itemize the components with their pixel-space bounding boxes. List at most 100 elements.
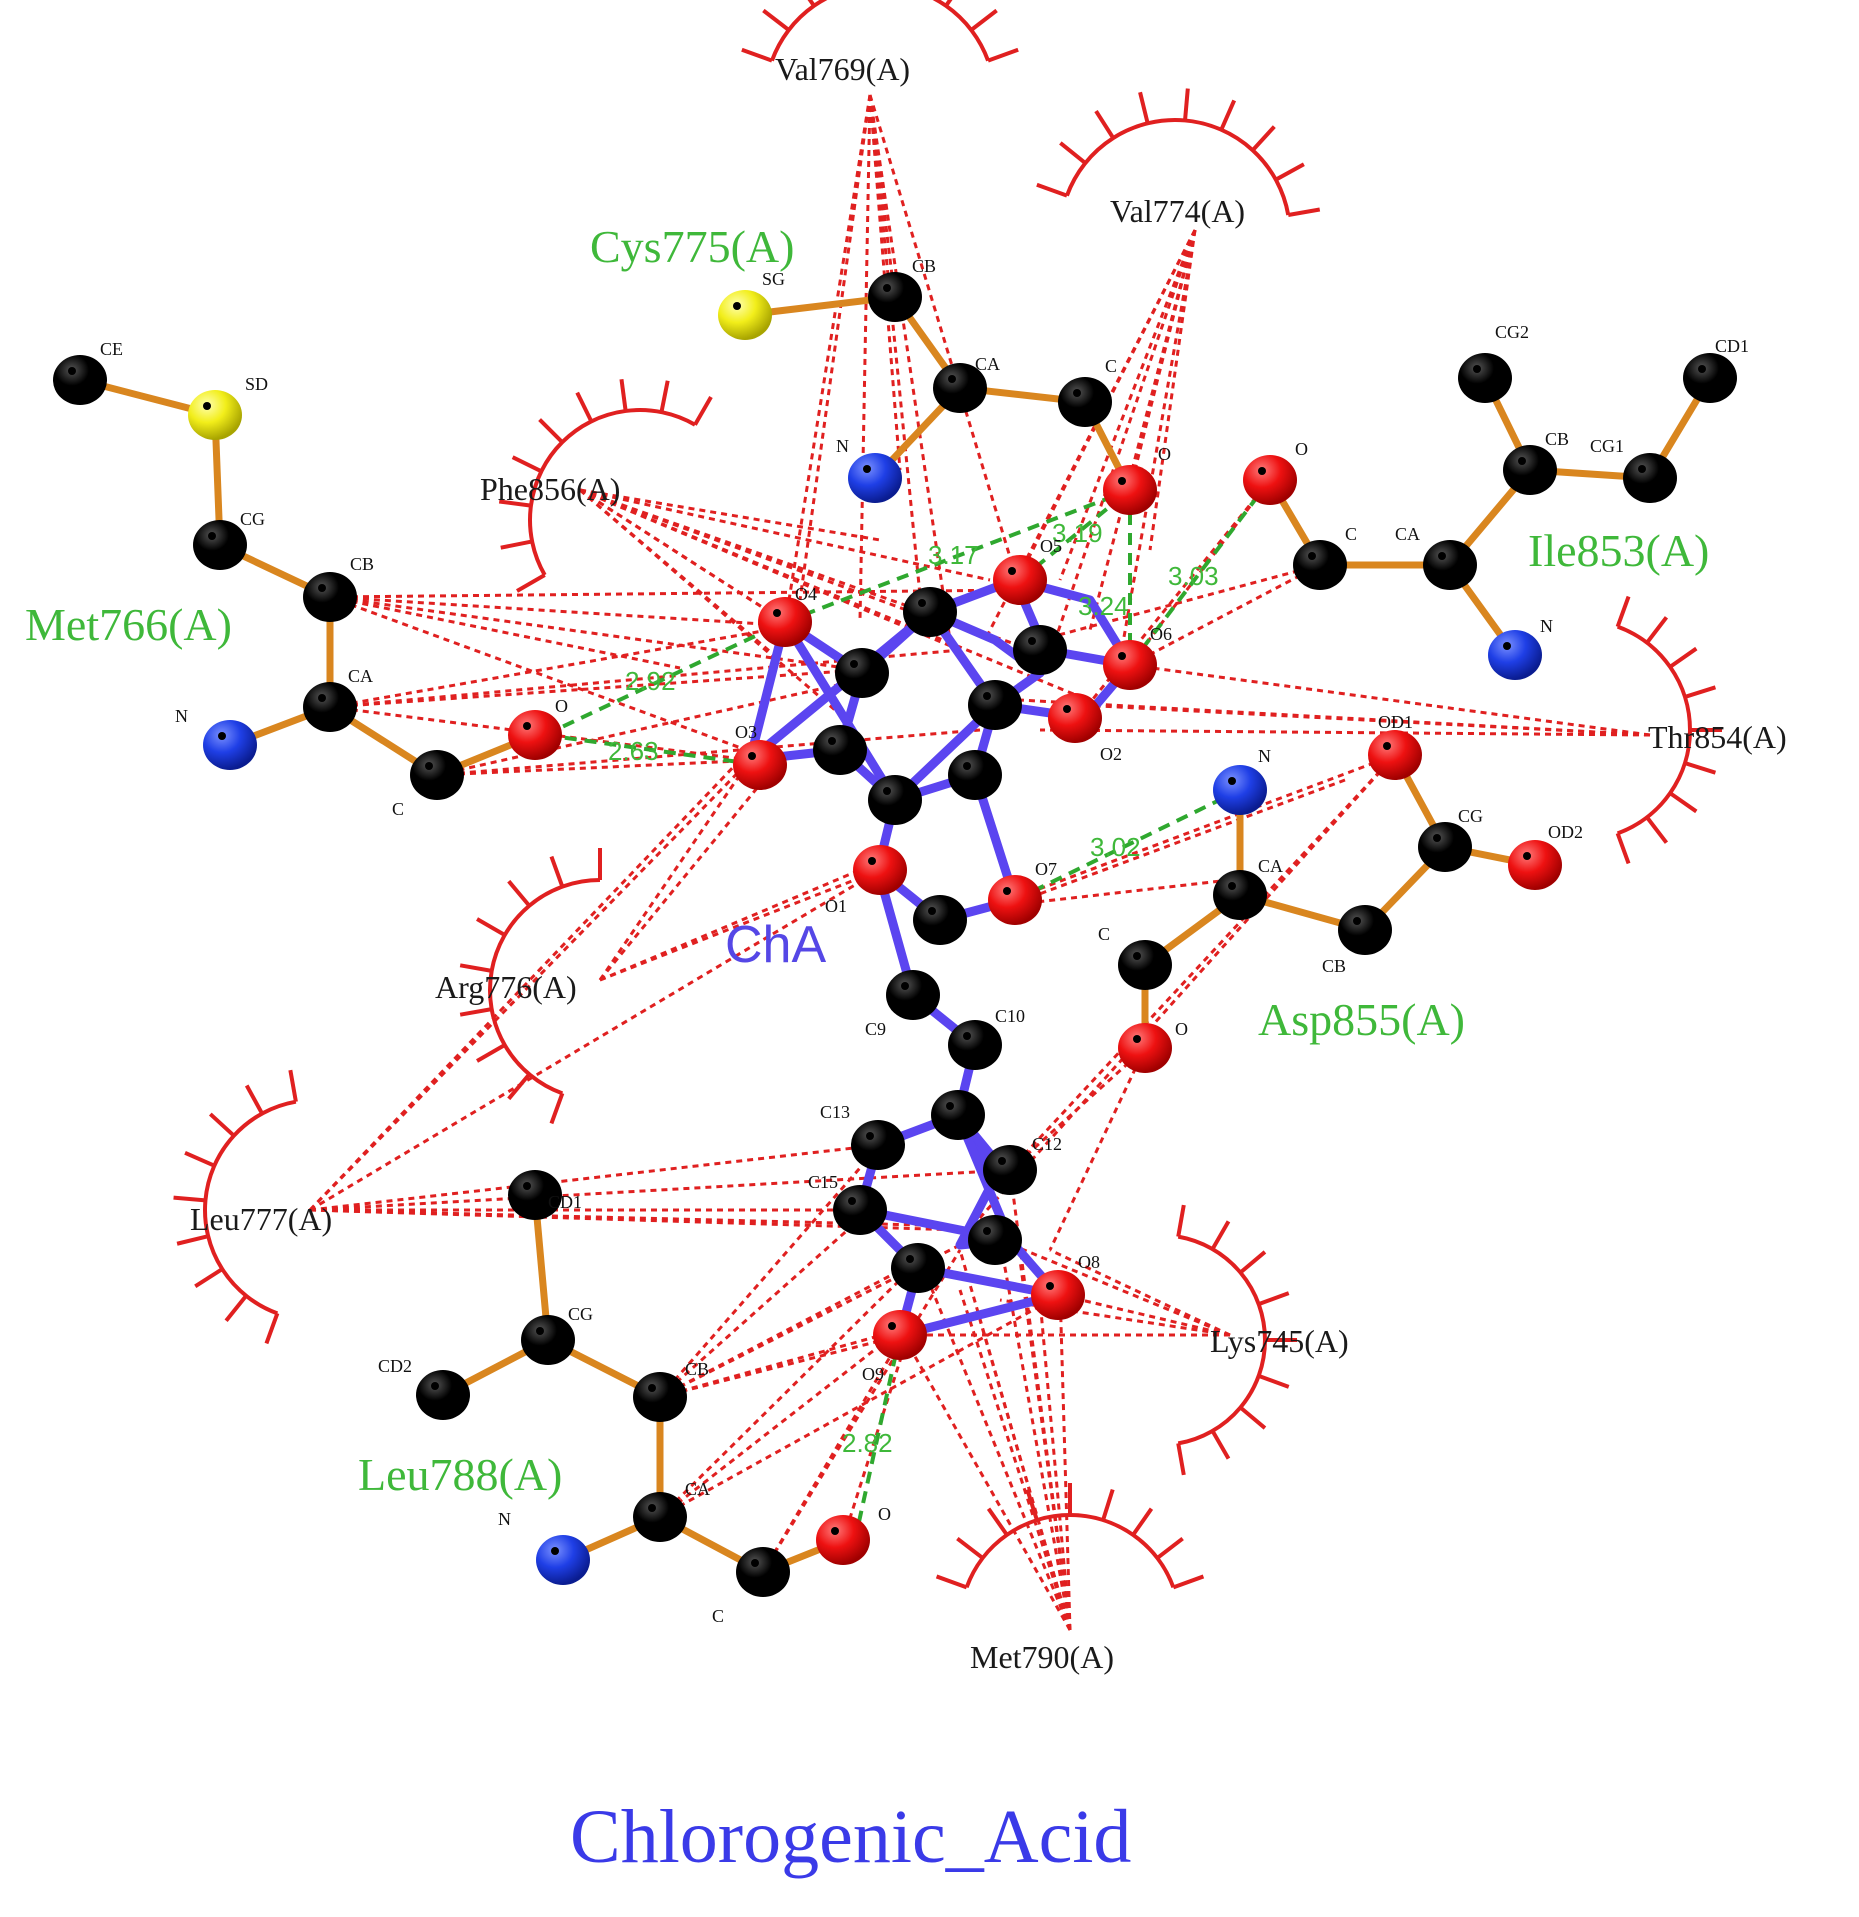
oxygen-atom bbox=[993, 555, 1047, 605]
hydrophobic-arc-icon bbox=[459, 848, 602, 1125]
oxygen-atom bbox=[508, 710, 562, 760]
nitrogen-atom bbox=[1488, 630, 1542, 680]
sulfur-atom bbox=[188, 390, 242, 440]
svg-text:N: N bbox=[498, 1509, 511, 1529]
svg-text:O6: O6 bbox=[1150, 624, 1172, 644]
svg-text:CA: CA bbox=[685, 1479, 710, 1499]
residue-label-thr854: Thr854(A) bbox=[1648, 719, 1787, 755]
svg-text:C: C bbox=[712, 1606, 724, 1626]
oxygen-atom bbox=[873, 1310, 927, 1360]
residue-label-arg776: Arg776(A) bbox=[435, 969, 577, 1005]
svg-text:CB: CB bbox=[1322, 956, 1346, 976]
svg-text:CG1: CG1 bbox=[1590, 436, 1624, 456]
carbon-atom bbox=[983, 1145, 1037, 1195]
carbon-atom bbox=[835, 648, 889, 698]
carbon-atom bbox=[1058, 377, 1112, 427]
distance-labels: 3.17 3.19 3.24 3.03 2.92 2.63 3.02 2.82 bbox=[608, 518, 1219, 1458]
svg-text:O: O bbox=[1175, 1019, 1188, 1039]
svg-text:CG: CG bbox=[240, 509, 265, 529]
svg-text:N: N bbox=[1258, 746, 1271, 766]
carbon-atom bbox=[833, 1185, 887, 1235]
svg-text:OD2: OD2 bbox=[1548, 822, 1583, 842]
svg-text:O7: O7 bbox=[1035, 859, 1057, 879]
hbond-distance: 3.02 bbox=[1090, 832, 1141, 862]
hbond-distance: 2.92 bbox=[625, 666, 676, 696]
svg-text:C10: C10 bbox=[995, 1006, 1025, 1026]
svg-text:O3: O3 bbox=[735, 722, 757, 742]
carbon-atom bbox=[303, 682, 357, 732]
hydrophobic-arc-icon bbox=[498, 378, 713, 593]
hydrophobic-arc-icon bbox=[1615, 595, 1722, 865]
svg-text:CB: CB bbox=[912, 256, 936, 276]
svg-text:O4: O4 bbox=[795, 584, 817, 604]
oxygen-atom bbox=[1031, 1270, 1085, 1320]
carbon-atom bbox=[886, 970, 940, 1020]
atom-labels: SG CB CA N C O CE SD CG CB CA N C O CG2 … bbox=[100, 256, 1749, 1626]
carbon-atom bbox=[1423, 540, 1477, 590]
oxygen-atom bbox=[816, 1515, 870, 1565]
carbon-atom bbox=[1338, 905, 1392, 955]
residue-label-cys775: Cys775(A) bbox=[590, 221, 794, 272]
residue-label-ile853: Ile853(A) bbox=[1528, 525, 1709, 576]
svg-text:O: O bbox=[878, 1504, 891, 1524]
carbon-atom bbox=[868, 272, 922, 322]
carbon-atom bbox=[1418, 822, 1472, 872]
carbon-atom bbox=[933, 363, 987, 413]
svg-text:O9: O9 bbox=[862, 1364, 884, 1384]
svg-text:N: N bbox=[175, 706, 188, 726]
svg-text:O: O bbox=[1158, 444, 1171, 464]
nitrogen-atom bbox=[536, 1535, 590, 1585]
svg-text:CG: CG bbox=[568, 1304, 593, 1324]
oxygen-atom bbox=[1103, 640, 1157, 690]
carbon-atom bbox=[1293, 540, 1347, 590]
svg-text:CB: CB bbox=[685, 1359, 709, 1379]
hydrophobic-arc-icon bbox=[173, 1069, 298, 1345]
svg-text:SD: SD bbox=[245, 374, 268, 394]
svg-text:SG: SG bbox=[762, 269, 785, 289]
svg-text:O5: O5 bbox=[1040, 536, 1062, 556]
hbond-distance: 3.17 bbox=[928, 540, 979, 570]
oxygen-atom bbox=[758, 597, 812, 647]
carbon-atom bbox=[891, 1243, 945, 1293]
carbon-atom bbox=[508, 1170, 562, 1220]
diagram-title: Chlorogenic_Acid bbox=[570, 1795, 1131, 1879]
hydrophobic-arc-icon bbox=[741, 0, 1019, 63]
residue-label-asp855: Asp855(A) bbox=[1258, 994, 1465, 1045]
carbon-atom bbox=[1213, 870, 1267, 920]
oxygen-atom bbox=[853, 845, 907, 895]
hbond-distance: 2.63 bbox=[608, 736, 659, 766]
carbon-atom bbox=[53, 355, 107, 405]
carbon-atom bbox=[303, 572, 357, 622]
oxygen-atom bbox=[1103, 465, 1157, 515]
svg-text:C13: C13 bbox=[820, 1102, 850, 1122]
carbon-atom bbox=[1503, 445, 1557, 495]
carbon-atom bbox=[948, 750, 1002, 800]
svg-text:CD2: CD2 bbox=[378, 1356, 412, 1376]
oxygen-atom bbox=[1368, 730, 1422, 780]
oxygen-atom bbox=[1508, 840, 1562, 890]
svg-text:CD1: CD1 bbox=[548, 1192, 582, 1212]
svg-text:N: N bbox=[1540, 616, 1553, 636]
hbond-distance: 3.03 bbox=[1168, 561, 1219, 591]
carbon-atom bbox=[1683, 353, 1737, 403]
svg-text:O2: O2 bbox=[1100, 744, 1122, 764]
hydrophobic-arc-icon bbox=[935, 1483, 1205, 1590]
hydrophobic-arc-icon bbox=[1176, 1204, 1297, 1476]
residue-label-leu777: Leu777(A) bbox=[190, 1201, 332, 1237]
carbon-atom bbox=[851, 1120, 905, 1170]
carbon-atom bbox=[1118, 940, 1172, 990]
carbon-atom bbox=[868, 775, 922, 825]
svg-text:C: C bbox=[1345, 524, 1357, 544]
svg-text:CG2: CG2 bbox=[1495, 322, 1529, 342]
svg-text:O: O bbox=[555, 696, 568, 716]
svg-text:C9: C9 bbox=[865, 1019, 886, 1039]
residue-label-leu788: Leu788(A) bbox=[358, 1449, 562, 1500]
svg-text:OD1: OD1 bbox=[1378, 712, 1413, 732]
oxygen-atom bbox=[988, 875, 1042, 925]
carbon-atom bbox=[633, 1372, 687, 1422]
svg-text:CA: CA bbox=[1395, 524, 1420, 544]
carbon-atom bbox=[1458, 353, 1512, 403]
sulfur-atom bbox=[718, 290, 772, 340]
carbon-atom bbox=[948, 1020, 1002, 1070]
